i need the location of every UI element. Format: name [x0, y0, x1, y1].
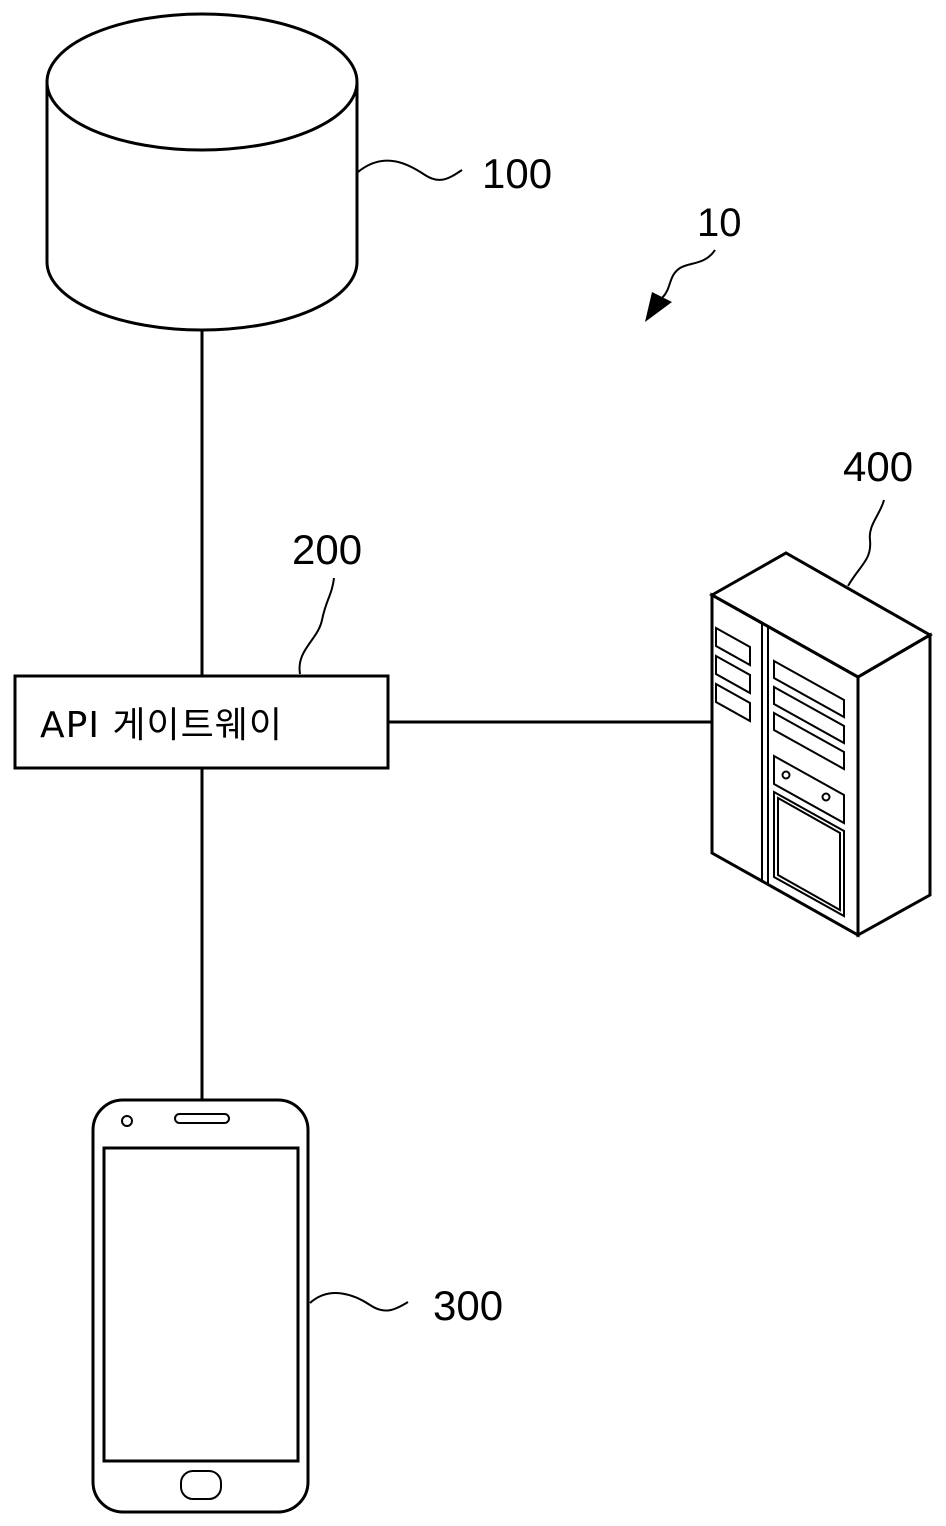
- leader-line-400: [847, 499, 885, 587]
- leader-line-300: [309, 1292, 409, 1312]
- leader-line-200: [298, 577, 335, 675]
- database-icon: [45, 12, 359, 332]
- server-icon: [708, 551, 934, 938]
- figure-ref-leader: [661, 249, 716, 299]
- ref-label-300: 300: [433, 1282, 503, 1329]
- figure-ref-arrow: [645, 292, 672, 322]
- ref-label-100: 100: [482, 150, 552, 197]
- ref-label-200: 200: [292, 526, 362, 573]
- gateway-box: [13, 674, 390, 770]
- gateway-label: API 게이트웨이: [40, 705, 283, 746]
- smartphone-icon: [91, 1098, 310, 1514]
- figure-ref-label: 10: [697, 201, 742, 245]
- leader-line-100: [357, 159, 463, 181]
- ref-label-400: 400: [843, 443, 913, 490]
